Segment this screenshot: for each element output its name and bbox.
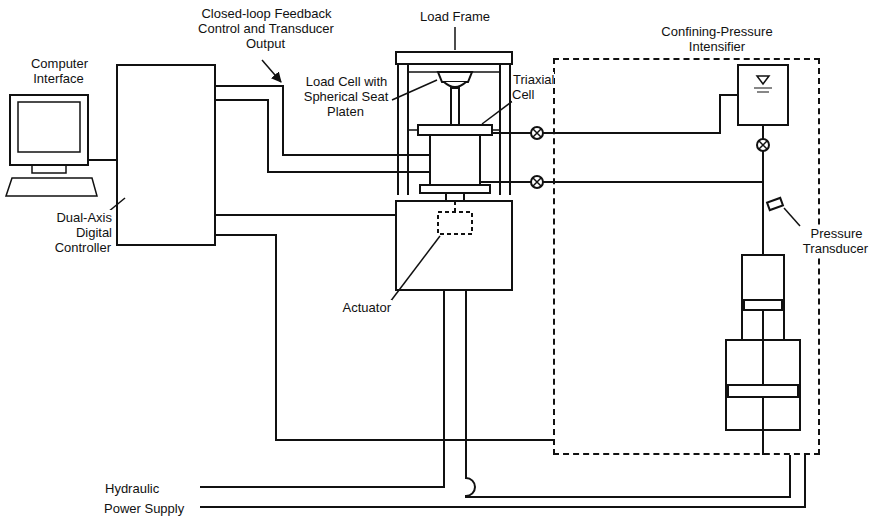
pressure-line [200, 95, 805, 507]
computer-symbol [6, 95, 97, 196]
signal-label: Closed-loop Feedback Control and Transdu… [196, 6, 336, 51]
leader-line [392, 80, 437, 100]
valve-symbol [531, 127, 769, 188]
load-frame [390, 27, 512, 302]
group-heading: Confining-Pressure Intensifier [642, 24, 792, 54]
part-label: Actuator [330, 300, 392, 315]
intensifier-drawing [726, 65, 800, 430]
part-label: Pressure Transducer [799, 226, 873, 256]
part-label: Load Cell with Spherical Seat Platen [300, 74, 392, 119]
leader-line [482, 100, 514, 124]
device-label: Computer Interface [18, 56, 100, 86]
part-label: Load Frame [415, 9, 495, 24]
part-label: Dual-Axis Digital Controller [38, 210, 112, 255]
control-wire [88, 86, 553, 440]
leader-arrow [262, 60, 281, 82]
part-label: Triaxial Cell [512, 72, 572, 102]
intensifier-box: Confining-Pressure Intensifier [553, 58, 820, 455]
supply-label: Hydraulic Power Supply [104, 479, 192, 519]
controller-box [117, 65, 215, 245]
